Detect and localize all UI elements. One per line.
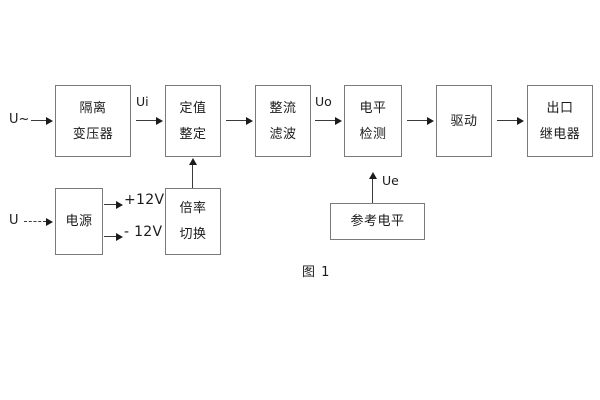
arrow-drive-to-output-relay: [497, 116, 524, 125]
signal-uo-label: Uo: [315, 94, 332, 109]
block-isolation-transformer-line1: 隔离: [79, 100, 107, 116]
block-isolation-transformer-line2: 变压器: [72, 126, 114, 142]
block-multiplier-switch: 倍率 切换: [165, 188, 221, 255]
block-output-relay-line1: 出口: [546, 100, 574, 116]
arrow-input-ac-to-isolation-transformer: [31, 116, 53, 125]
block-rectify-filter-line1: 整流: [269, 100, 297, 116]
block-isolation-transformer: 隔离 变压器: [55, 85, 131, 157]
block-output-relay: 出口 继电器: [527, 85, 593, 157]
arrow-input-dc-to-power-supply: [24, 217, 53, 226]
input-dc-label: U: [9, 213, 19, 228]
block-multiplier-switch-line2: 切换: [179, 227, 207, 242]
arrow-power-supply-rail-positive: [104, 200, 123, 209]
block-reference-level: 参考电平: [330, 203, 425, 240]
block-rectify-filter: 整流 滤波: [255, 85, 311, 157]
block-setting-value-line2: 整定: [179, 126, 207, 142]
arrow-reference-level-to-level-detect: [368, 172, 377, 203]
arrow-multiplier-switch-to-setting-value: [188, 158, 197, 188]
block-output-relay-line2: 继电器: [539, 126, 581, 142]
arrow-isolation-transformer-to-setting-value: [136, 116, 163, 125]
block-level-detect: 电平 检测: [344, 85, 402, 157]
arrow-setting-value-to-rectify-filter: [226, 116, 253, 125]
block-setting-value: 定值 整定: [165, 85, 221, 157]
arrow-power-supply-rail-negative: [104, 232, 123, 241]
block-level-detect-line2: 检测: [359, 126, 387, 142]
block-setting-value-line1: 定值: [179, 100, 207, 116]
figure-caption: 图 1: [302, 265, 331, 280]
rail-positive-label: +12V: [124, 192, 165, 208]
rail-negative-label: - 12V: [124, 224, 163, 240]
block-power-supply: 电源: [55, 188, 103, 255]
block-level-detect-line1: 电平: [359, 100, 387, 116]
input-ac-label: U~: [9, 112, 30, 127]
block-multiplier-switch-line1: 倍率: [179, 201, 207, 216]
arrow-rectify-filter-to-level-detect: [315, 116, 342, 125]
block-power-supply-line1: 电源: [65, 214, 93, 229]
block-drive: 驱动: [436, 85, 492, 157]
block-rectify-filter-line2: 滤波: [269, 126, 297, 142]
signal-ui-label: Ui: [136, 94, 149, 109]
signal-ue-label: Ue: [382, 173, 399, 188]
block-drive-line1: 驱动: [450, 113, 478, 129]
block-reference-level-line1: 参考电平: [350, 214, 405, 229]
arrow-level-detect-to-drive: [407, 116, 434, 125]
